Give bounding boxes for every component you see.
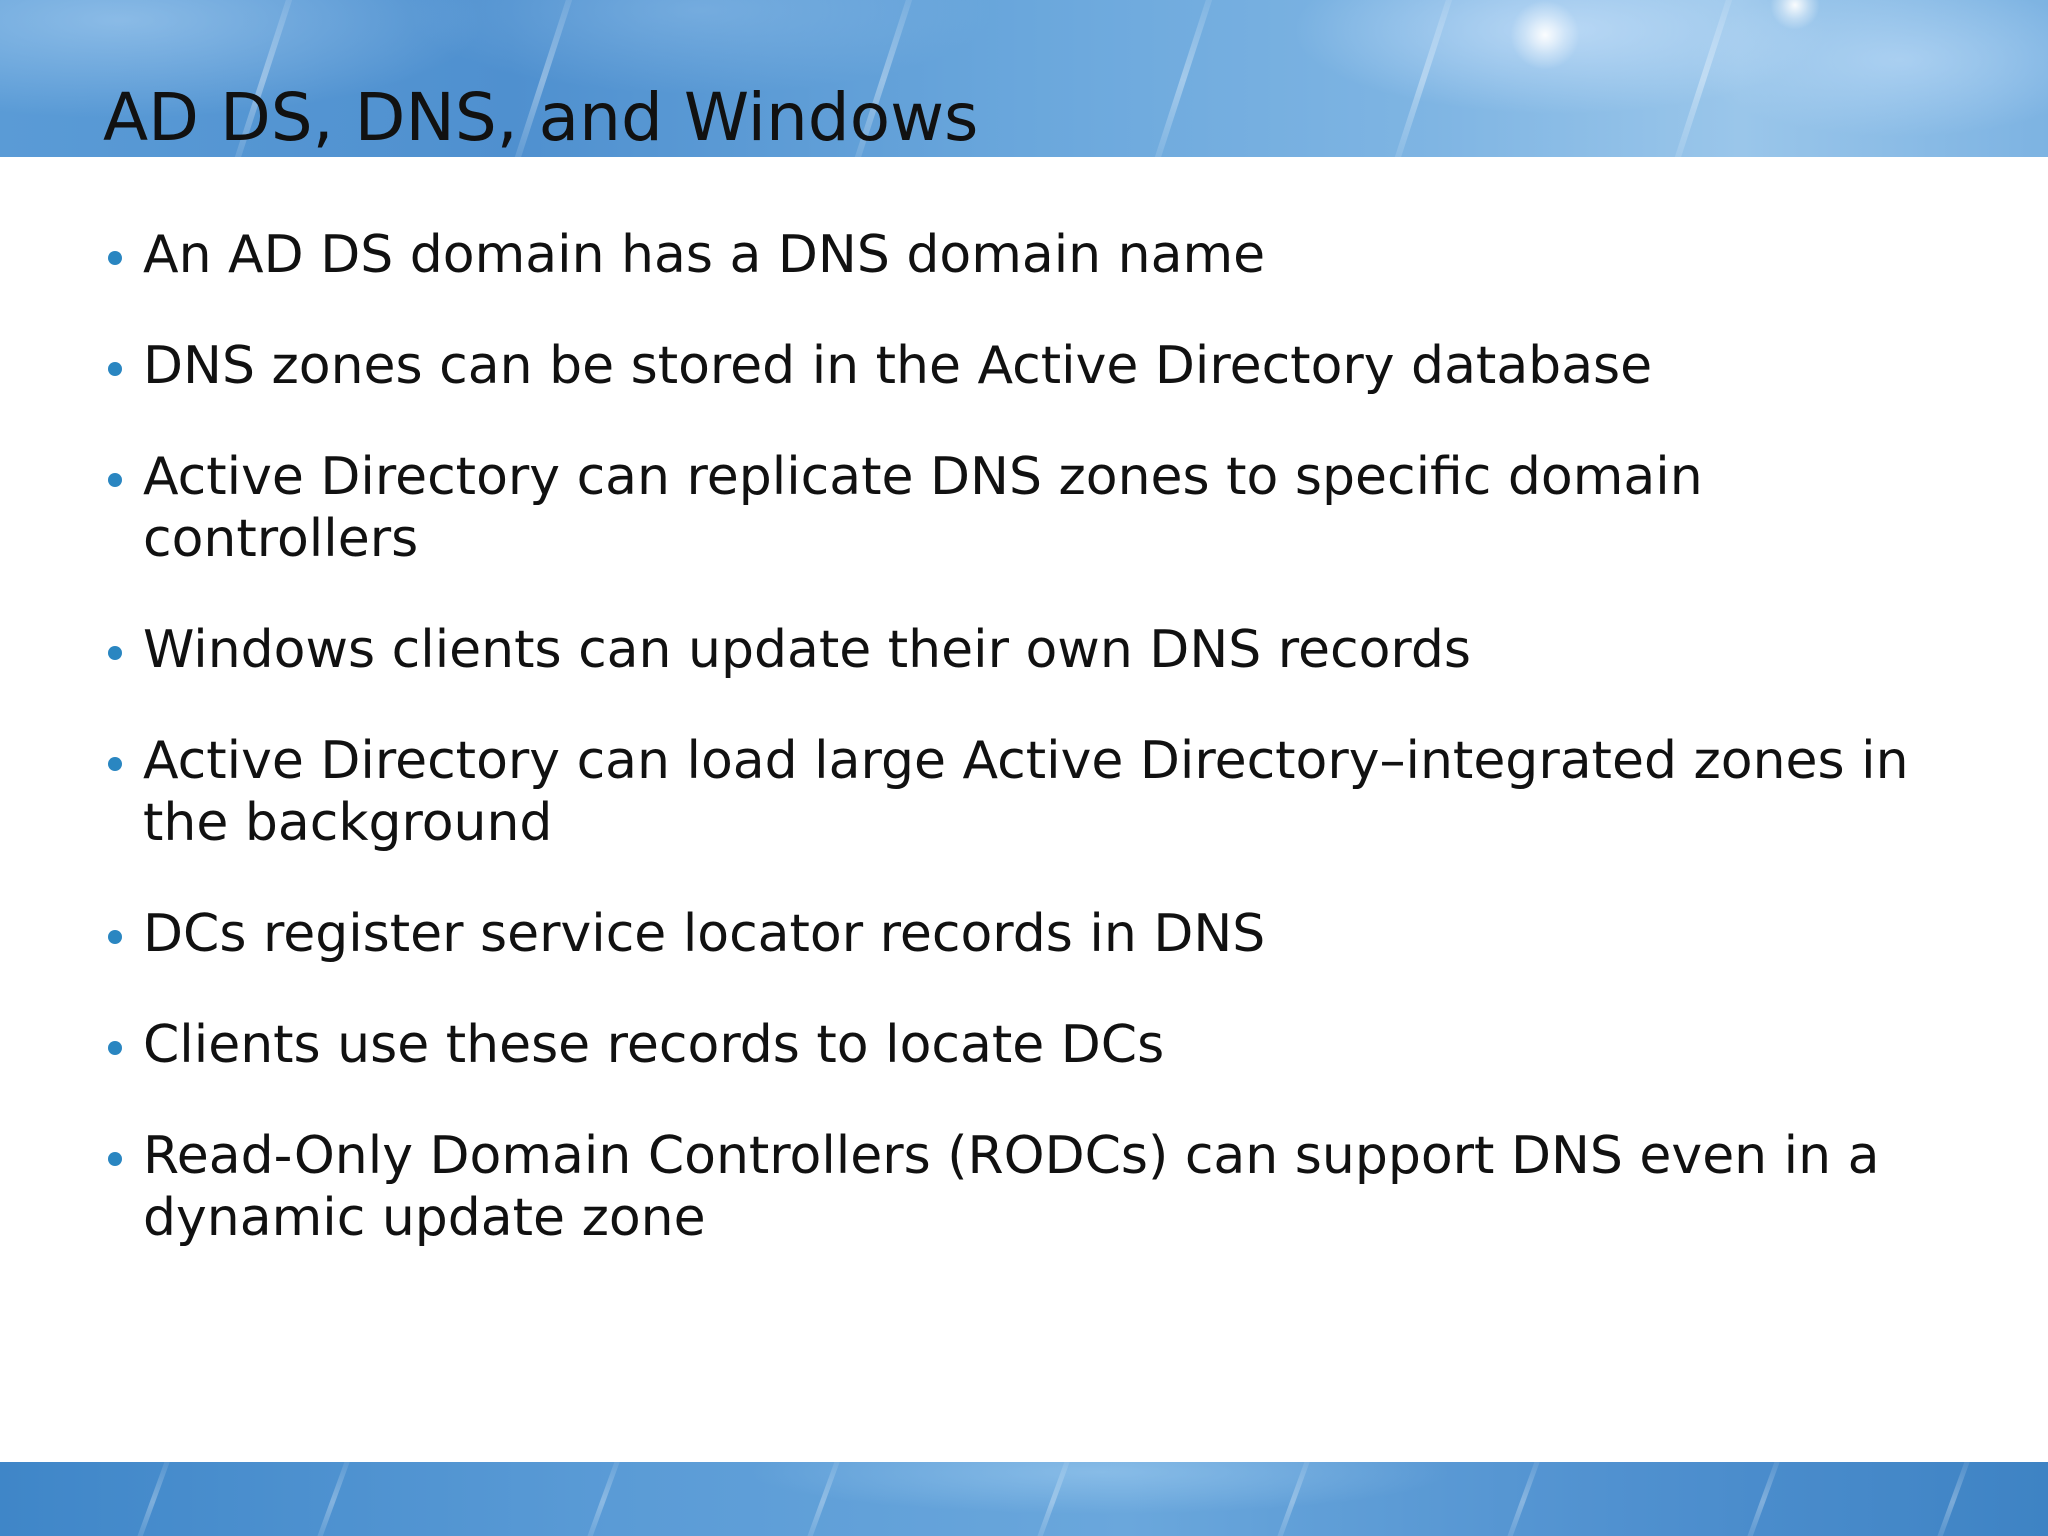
bullet-text: DCs register service locator records in … xyxy=(143,904,1266,964)
bullet-item: DNS zones can be stored in the Active Di… xyxy=(104,335,1934,397)
bullet-dot-icon xyxy=(108,1041,122,1055)
bullet-dot-icon xyxy=(108,930,122,944)
bullet-list: An AD DS domain has a DNS domain name DN… xyxy=(104,224,1934,1298)
header-banner: AD DS, DNS, and Windows xyxy=(0,0,2048,157)
bullet-dot-icon xyxy=(108,473,122,487)
bullet-text: An AD DS domain has a DNS domain name xyxy=(143,225,1266,285)
bullet-dot-icon xyxy=(108,1152,122,1166)
bullet-dot-icon xyxy=(108,646,122,660)
bullet-dot-icon xyxy=(108,757,122,771)
bullet-item: An AD DS domain has a DNS domain name xyxy=(104,224,1934,286)
bullet-item: Active Directory can load large Active D… xyxy=(104,730,1934,854)
bullet-item: Active Directory can replicate DNS zones… xyxy=(104,446,1934,570)
bullet-dot-icon xyxy=(108,251,122,265)
bullet-text: DNS zones can be stored in the Active Di… xyxy=(143,336,1653,396)
bullet-item: DCs register service locator records in … xyxy=(104,903,1934,965)
bullet-text: Active Directory can load large Active D… xyxy=(143,731,1909,853)
bullet-text: Clients use these records to locate DCs xyxy=(143,1015,1165,1075)
bullet-item: Clients use these records to locate DCs xyxy=(104,1014,1934,1076)
footer-banner xyxy=(0,1462,2048,1536)
bullet-item: Read-Only Domain Controllers (RODCs) can… xyxy=(104,1125,1934,1249)
bullet-text: Read-Only Domain Controllers (RODCs) can… xyxy=(143,1126,1880,1248)
bullet-item: Windows clients can update their own DNS… xyxy=(104,619,1934,681)
slide-title: AD DS, DNS, and Windows xyxy=(103,79,979,156)
bullet-dot-icon xyxy=(108,362,122,376)
bullet-text: Windows clients can update their own DNS… xyxy=(143,620,1471,680)
bullet-text: Active Directory can replicate DNS zones… xyxy=(143,447,1703,569)
